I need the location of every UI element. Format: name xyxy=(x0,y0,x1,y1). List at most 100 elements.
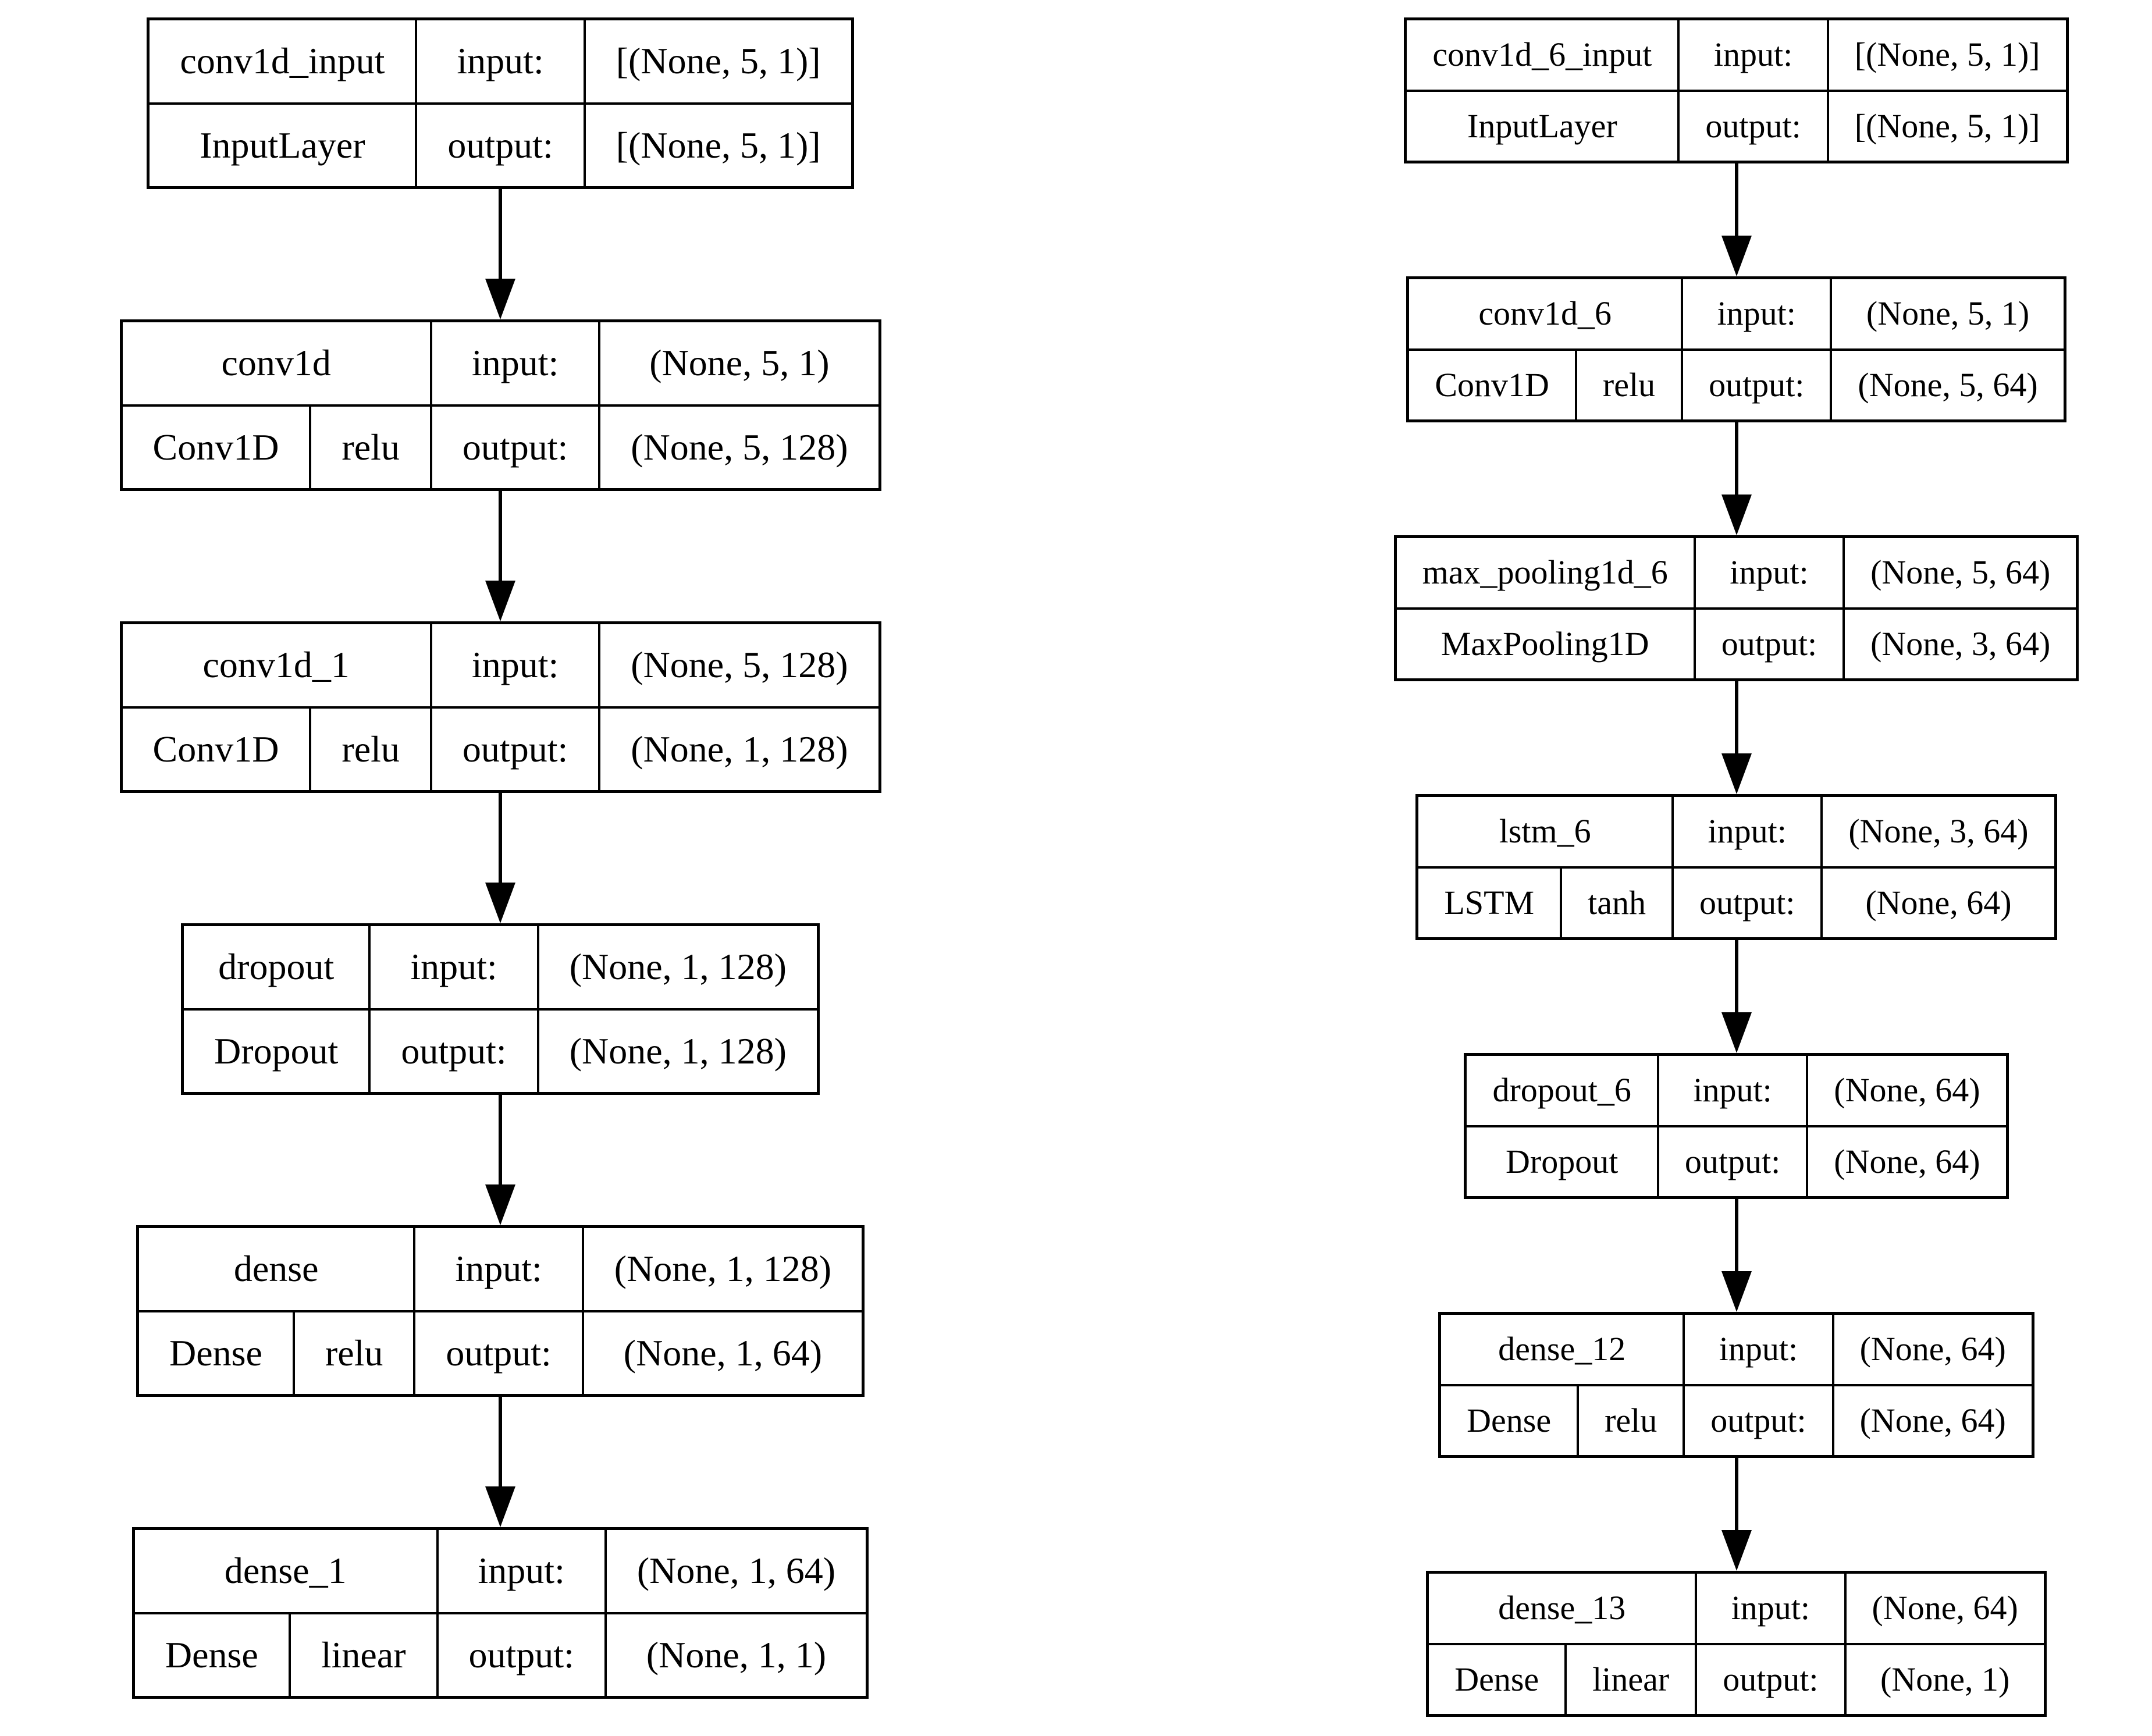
layer-class-cell: InputLayer xyxy=(147,102,418,189)
input-shape-cell: (None, 64) xyxy=(1844,1571,2047,1645)
input-label-cell: input: xyxy=(1693,535,1845,610)
input-label-cell: input: xyxy=(436,1527,607,1614)
output-shape-cell: (None, 64) xyxy=(1806,1125,2009,1199)
arrow-shaft xyxy=(499,1397,502,1486)
layer-activation-cell: relu xyxy=(1574,348,1684,422)
output-label-cell: output: xyxy=(368,1008,539,1095)
output-label-cell: output: xyxy=(1671,866,1823,940)
arrow-head-icon xyxy=(1721,1271,1752,1312)
layer-name-cell: lstm_6 xyxy=(1415,794,1674,869)
output-shape-cell: (None, 5, 128) xyxy=(598,404,881,491)
arrow-shaft xyxy=(1734,681,1738,753)
flow-arrow xyxy=(485,491,515,621)
layer-name-cell: dropout_6 xyxy=(1464,1053,1659,1127)
layer-name-cell: conv1d_input xyxy=(147,17,418,105)
arrow-shaft xyxy=(499,793,502,883)
layer-class-cell: Dense xyxy=(132,1612,291,1699)
layer-activation-cell: linear xyxy=(288,1612,439,1699)
input-shape-cell: (None, 1, 128) xyxy=(536,923,820,1011)
layer-class-cell: Dense xyxy=(1426,1642,1567,1717)
input-label-cell: input: xyxy=(368,923,539,1011)
arrow-head-icon xyxy=(485,581,515,621)
arrow-head-icon xyxy=(485,1486,515,1527)
output-label-cell: output: xyxy=(1656,1125,1809,1199)
output-label-cell: output: xyxy=(413,1310,584,1397)
flow-arrow xyxy=(1721,422,1752,535)
arrow-shaft xyxy=(499,1095,502,1184)
output-label-cell: output: xyxy=(1677,89,1829,163)
output-shape-cell: (None, 1, 128) xyxy=(536,1008,820,1095)
output-label-cell: output: xyxy=(436,1612,607,1699)
arrow-shaft xyxy=(1734,163,1738,236)
input-shape-cell: (None, 64) xyxy=(1831,1312,2034,1386)
flow-arrow xyxy=(1721,940,1752,1053)
flow-arrow xyxy=(485,1095,515,1225)
layer-name-cell: dense xyxy=(136,1225,416,1312)
arrow-head-icon xyxy=(485,883,515,923)
output-label-cell: output: xyxy=(1681,348,1833,422)
layer-name-cell: conv1d_1 xyxy=(120,621,432,709)
output-label-cell: output: xyxy=(1683,1383,1834,1458)
output-label-cell: output: xyxy=(429,706,601,793)
output-shape-cell: (None, 64) xyxy=(1831,1383,2034,1458)
output-label-cell: output: xyxy=(415,102,586,189)
layer-activation-cell: linear xyxy=(1564,1642,1698,1717)
layer-name-cell: conv1d_6_input xyxy=(1404,17,1680,92)
arrow-head-icon xyxy=(1721,495,1752,535)
input-label-cell: input: xyxy=(1656,1053,1809,1127)
layer-activation-cell: relu xyxy=(309,706,432,793)
layer-name-cell: dropout xyxy=(181,923,371,1011)
input-shape-cell: (None, 64) xyxy=(1806,1053,2009,1127)
input-label-cell: input: xyxy=(1677,17,1829,92)
output-shape-cell: (None, 64) xyxy=(1820,866,2057,940)
arrow-shaft xyxy=(499,189,502,279)
layer-activation-cell: relu xyxy=(1577,1383,1685,1458)
arrow-head-icon xyxy=(1721,753,1752,794)
output-shape-cell: (None, 3, 64) xyxy=(1842,607,2079,681)
flow-arrow xyxy=(485,793,515,923)
arrow-shaft xyxy=(1734,422,1738,495)
layer-class-cell: Conv1D xyxy=(1406,348,1577,422)
arrow-head-icon xyxy=(485,1184,515,1225)
layer-name-cell: dense_12 xyxy=(1438,1312,1685,1386)
output-shape-cell: [(None, 5, 1)] xyxy=(583,102,854,189)
layer-class-cell: MaxPooling1D xyxy=(1394,607,1696,681)
input-label-cell: input: xyxy=(1671,794,1823,869)
layer-class-cell: Dense xyxy=(1438,1383,1580,1458)
layer-name-cell: conv1d xyxy=(120,319,432,407)
output-shape-cell: (None, 1, 1) xyxy=(604,1612,869,1699)
layer-name-cell: max_pooling1d_6 xyxy=(1394,535,1696,610)
input-label-cell: input: xyxy=(429,319,601,407)
input-label-cell: input: xyxy=(415,17,586,105)
flow-arrow xyxy=(1721,681,1752,794)
flow-arrow xyxy=(485,189,515,319)
input-label-cell: input: xyxy=(1683,1312,1834,1386)
layer-name-cell: dense_13 xyxy=(1426,1571,1698,1645)
output-label-cell: output: xyxy=(429,404,601,491)
layer-class-cell: Conv1D xyxy=(119,404,312,491)
input-shape-cell: (None, 1, 64) xyxy=(604,1527,869,1614)
output-label-cell: output: xyxy=(1695,1642,1847,1717)
arrow-shaft xyxy=(499,491,502,581)
input-label-cell: input: xyxy=(1695,1571,1847,1645)
layer-name-cell: conv1d_6 xyxy=(1406,276,1684,351)
layer-class-cell: InputLayer xyxy=(1404,89,1680,163)
output-shape-cell: (None, 1, 64) xyxy=(581,1310,865,1397)
input-shape-cell: (None, 5, 128) xyxy=(598,621,881,709)
layer-class-cell: Dropout xyxy=(181,1008,371,1095)
layer-activation-cell: relu xyxy=(309,404,432,491)
input-label-cell: input: xyxy=(413,1225,584,1312)
arrow-shaft xyxy=(1734,1199,1738,1271)
